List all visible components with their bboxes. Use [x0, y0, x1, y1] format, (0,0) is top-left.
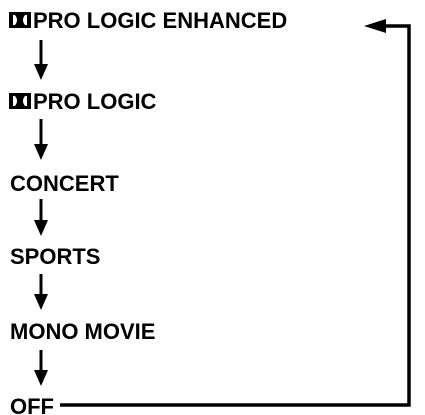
arrow-down-icon: [34, 274, 48, 310]
arrow-down-icon: [34, 199, 48, 236]
mode-row-pro-logic-enhanced: PRO LOGIC ENHANCED: [9, 8, 287, 33]
arrow-down-icon: [34, 350, 48, 386]
dolby-double-d-logo: [9, 12, 31, 28]
arrow-down-icon: [34, 119, 48, 160]
dolby-double-d-logo: [9, 93, 31, 109]
mode-label-concert: CONCERT: [10, 171, 119, 196]
arrow-down-icon: [34, 40, 48, 80]
arrow-left-icon: [364, 19, 386, 33]
loop-back-connector: [60, 19, 411, 407]
mode-label-off: OFF: [10, 394, 54, 415]
mode-label-pro-logic: PRO LOGIC: [33, 89, 157, 114]
mode-label-sports: SPORTS: [10, 244, 100, 269]
mode-label-mono-movie: MONO MOVIE: [10, 319, 155, 344]
mode-label-pro-logic-enhanced: PRO LOGIC ENHANCED: [33, 8, 287, 33]
mode-row-pro-logic: PRO LOGIC: [9, 89, 157, 114]
